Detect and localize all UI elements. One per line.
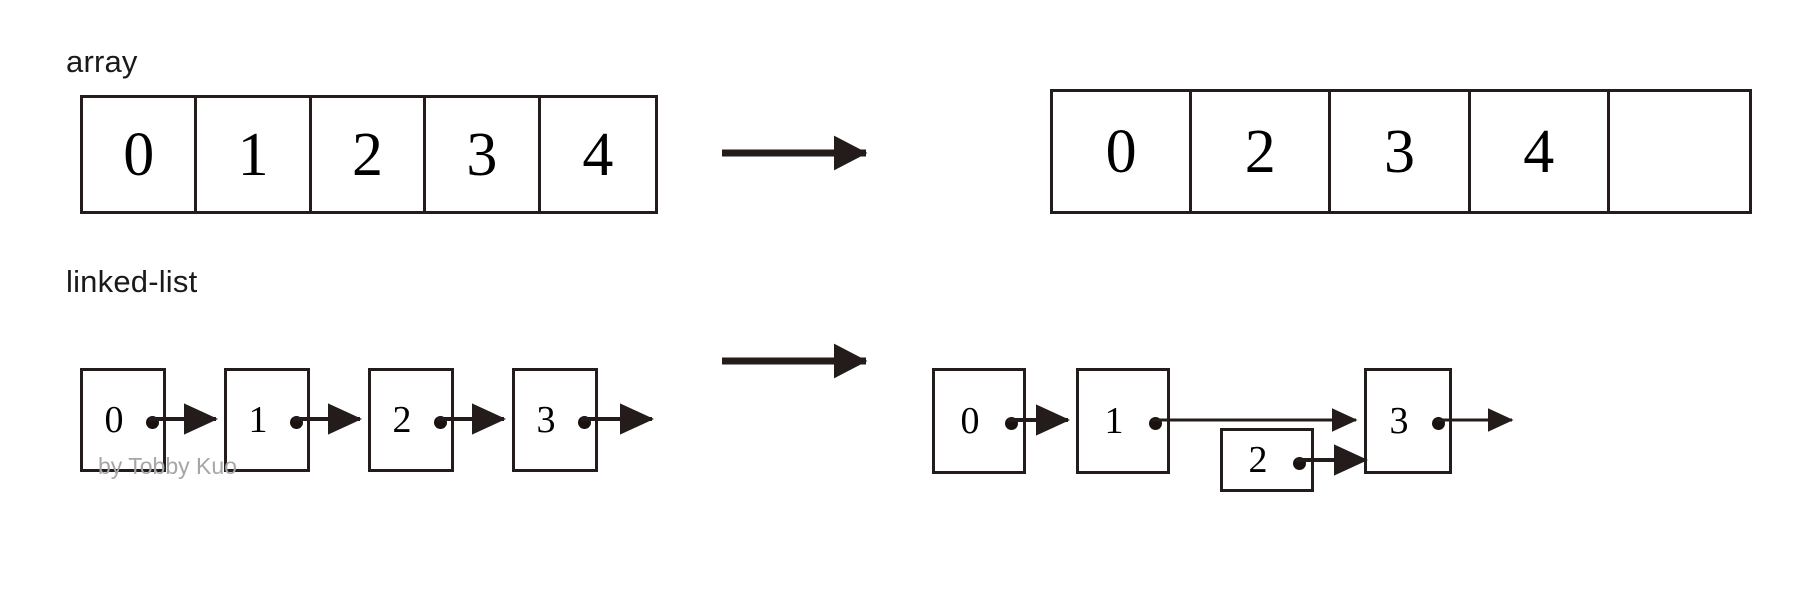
ll-after-node-0: 0 xyxy=(932,368,1026,474)
array-section-label: array xyxy=(66,44,138,79)
ll-after-node-1-value: 1 xyxy=(1104,400,1124,442)
ll-before-node-1-value: 1 xyxy=(248,399,268,441)
array-after-cell-2: 3 xyxy=(1331,92,1471,211)
ll-before-node-3: 3 xyxy=(512,368,598,472)
ll-after-node-0-pointer-dot xyxy=(1005,417,1018,430)
array-after-table: 0 2 3 4 xyxy=(1050,89,1752,214)
attribution-text: by Tobby Kuo xyxy=(98,453,237,479)
array-after-cell-4 xyxy=(1610,92,1749,211)
array-before-cell-3: 3 xyxy=(426,98,541,211)
ll-after-node-3: 3 xyxy=(1364,368,1452,474)
ll-before-node-2: 2 xyxy=(368,368,454,472)
ll-after-detached-node-2-pointer-dot xyxy=(1293,457,1306,470)
array-before-cell-4: 4 xyxy=(582,120,614,189)
array-before-table: 0 1 2 3 4 xyxy=(80,95,658,214)
ll-after-node-3-pointer-dot xyxy=(1432,417,1445,430)
ll-before-node-0-pointer-dot xyxy=(146,416,159,429)
ll-before-node-1-pointer-dot xyxy=(290,416,303,429)
ll-before-node-3-value: 3 xyxy=(536,399,556,441)
array-after-cell-1: 2 xyxy=(1192,92,1332,211)
ll-before-node-2-value: 2 xyxy=(392,399,412,441)
ll-before-node-2-pointer-dot xyxy=(434,416,447,429)
array-before-cell-0: 0 xyxy=(83,98,198,211)
ll-after-node-1: 1 xyxy=(1076,368,1170,474)
array-after-cell-3: 4 xyxy=(1471,92,1610,211)
ll-before-node-3-pointer-dot xyxy=(578,416,591,429)
linked-list-section-label: linked-list xyxy=(66,264,198,299)
array-after-cell-0: 0 xyxy=(1053,92,1193,211)
ll-before-node-0-value: 0 xyxy=(104,399,124,441)
ll-after-node-0-value: 0 xyxy=(960,400,980,442)
array-before-cell-1: 1 xyxy=(197,98,312,211)
ll-after-detached-node-2: 2 xyxy=(1220,428,1314,492)
ll-after-detached-node-2-value: 2 xyxy=(1248,439,1268,481)
ll-after-node-3-value: 3 xyxy=(1389,400,1409,442)
ll-after-node-1-pointer-dot xyxy=(1149,417,1162,430)
array-before-cell-2: 2 xyxy=(312,98,427,211)
